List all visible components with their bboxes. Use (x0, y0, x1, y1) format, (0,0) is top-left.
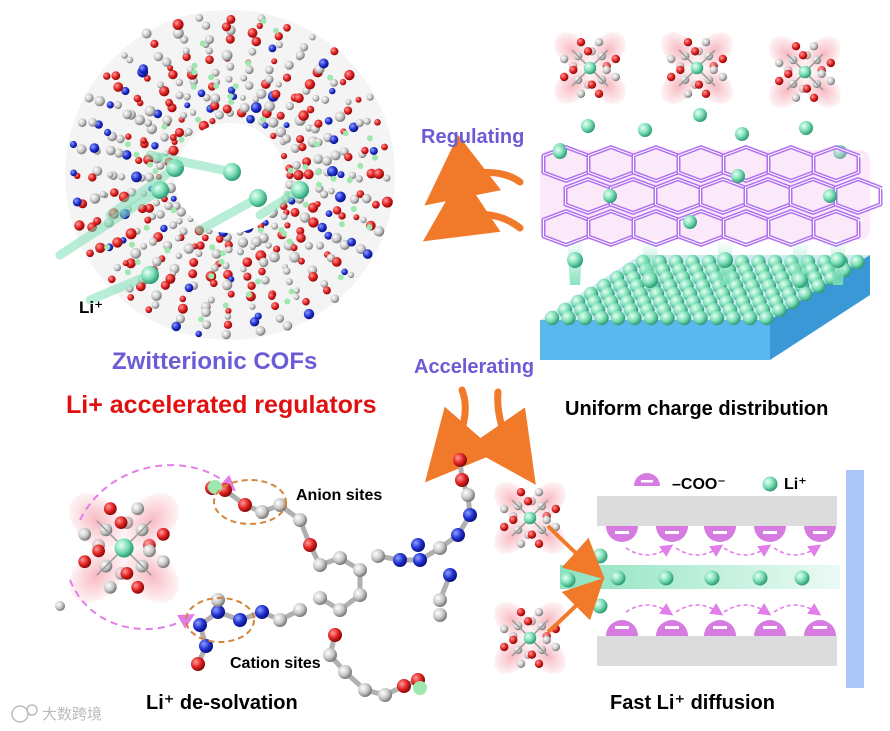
li-beams-to-substrate (567, 240, 846, 288)
svg-text:+: + (768, 152, 774, 163)
label-li-desolvation: Li⁺ de-solvation (146, 692, 298, 714)
label-li-accelerated-regulators: Li+ accelerated regulators (66, 391, 377, 419)
svg-text:+: + (588, 216, 594, 227)
svg-text:+: + (745, 184, 751, 195)
svg-text:+: + (858, 152, 864, 163)
svg-text:+: + (655, 184, 661, 195)
svg-text:+: + (723, 152, 729, 163)
solvation-shell-clusters (553, 32, 847, 159)
svg-text:+: + (813, 216, 819, 227)
label-li-ion: Li⁺ (79, 298, 104, 317)
svg-text:+: + (610, 184, 616, 195)
svg-text:+: + (880, 184, 886, 195)
accelerating-arrows (424, 386, 536, 485)
diffusion-legend-symbols (634, 473, 778, 492)
diffusion-side-clusters (494, 482, 605, 674)
svg-text:+: + (813, 152, 819, 163)
svg-text:+: + (835, 184, 841, 195)
site-highlight-ellipses (185, 479, 287, 643)
watermark-text: 大数跨境 (42, 706, 103, 723)
svg-text:+: + (588, 152, 594, 163)
svg-text:+: + (700, 184, 706, 195)
desolvation-cluster (55, 493, 179, 611)
legend-li-label: Li⁺ (784, 476, 807, 493)
label-uniform-charge-distribution: Uniform charge distribution (565, 398, 829, 420)
svg-text:+: + (790, 184, 796, 195)
svg-text:+: + (768, 216, 774, 227)
svg-text:+: + (678, 152, 684, 163)
svg-text:+: + (723, 216, 729, 227)
svg-text:+: + (633, 152, 639, 163)
diffusion-channel (560, 470, 864, 688)
label-regulating: Regulating (421, 126, 525, 148)
regulating-arrows (422, 134, 524, 242)
label-accelerating: Accelerating (414, 356, 535, 378)
cof-molecule-model (191, 453, 477, 702)
label-fast-li-diffusion: Fast Li⁺ diffusion (610, 692, 775, 714)
svg-text:+: + (678, 216, 684, 227)
watermark-logo (11, 704, 38, 723)
label-zwitterionic-cofs: Zwitterionic COFs (112, 348, 318, 375)
svg-text:+: + (633, 216, 639, 227)
li-ion-comet-trails (55, 150, 309, 305)
charged-hexagonal-lattice: + + + + + + + + + + + + + + + + + + + + + (540, 145, 886, 247)
svg-text:+: + (858, 216, 864, 227)
legend-carboxylate-label: –COO⁻ (672, 476, 726, 493)
li-deposition-substrate (540, 254, 870, 360)
label-cation-sites: Cation sites (230, 655, 321, 672)
desolvation-dashed-arrows (69, 464, 236, 630)
label-anion-sites: Anion sites (296, 487, 383, 504)
